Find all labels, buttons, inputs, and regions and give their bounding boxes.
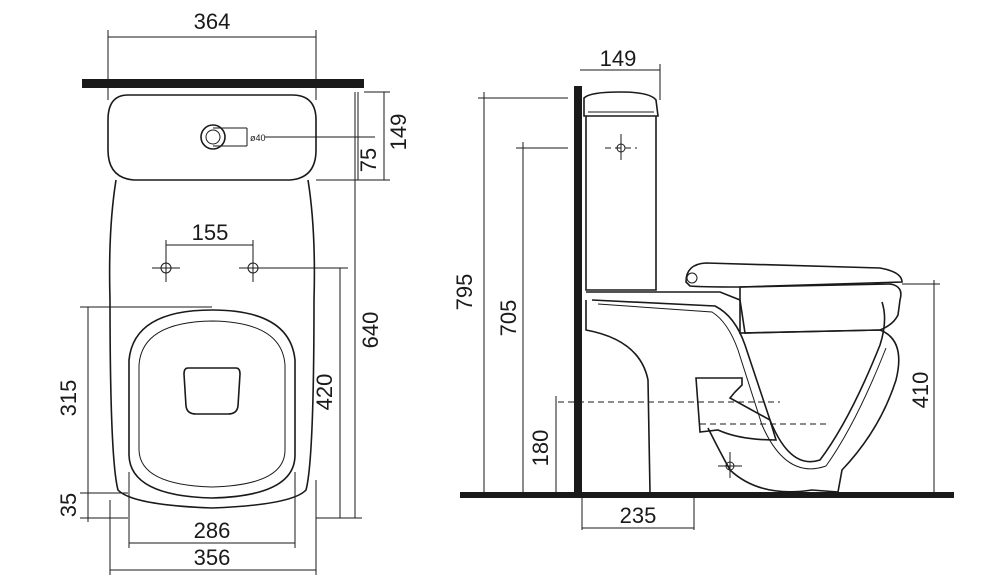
cistern-outline [107, 94, 317, 181]
dim-420-label: 420 [312, 374, 337, 411]
inlet-diameter-label: ø40 [250, 133, 266, 143]
side-cistern [583, 91, 659, 291]
inlet-circle-inner [205, 129, 221, 145]
dim-356-label: 356 [194, 545, 231, 570]
dim-149-label: 149 [386, 114, 411, 151]
dim-640-label: 640 [358, 312, 383, 349]
side-trapway-inner [597, 303, 887, 470]
dim-286-label: 286 [194, 518, 231, 543]
side-dim-149-label: 149 [600, 46, 637, 71]
side-dim-795-label: 795 [452, 274, 477, 311]
side-dim-410-label: 410 [908, 372, 933, 409]
bowl-outline [108, 179, 316, 509]
top-view: 364 ø40 155 [56, 9, 411, 575]
side-view-floor [460, 492, 954, 498]
top-view-wall [82, 79, 364, 88]
side-seat-ring [739, 283, 902, 334]
seat-outline-inner [138, 320, 286, 488]
side-bowl-pedestal [585, 300, 651, 493]
side-view: 149 795 705 180 [452, 46, 954, 530]
side-hinge [686, 272, 698, 284]
side-bowl-body [586, 291, 900, 493]
side-bowl-foot [707, 427, 839, 493]
fixing-point-left [152, 254, 180, 282]
dim-364-label: 364 [194, 9, 231, 34]
side-trapway-outer [591, 299, 886, 463]
side-dim-705-label: 705 [496, 300, 521, 337]
dim-35-label: 35 [56, 493, 81, 517]
side-dim-180-label: 180 [528, 430, 553, 467]
seat-outline-outer [128, 309, 296, 499]
side-dim-235-label: 235 [620, 503, 657, 528]
side-outlet [695, 377, 778, 441]
side-view-wall [574, 86, 582, 497]
side-fixing-mark [718, 452, 742, 478]
dim-155-label: 155 [192, 220, 229, 245]
fixing-point-right [239, 254, 267, 282]
dim-315-label: 315 [56, 380, 81, 417]
inlet-circle-outer [200, 124, 226, 150]
lid-handle [183, 367, 241, 415]
side-cistern-inlet-mark [605, 134, 637, 160]
dim-75-label: 75 [356, 148, 381, 172]
side-seat-lid [685, 262, 903, 288]
